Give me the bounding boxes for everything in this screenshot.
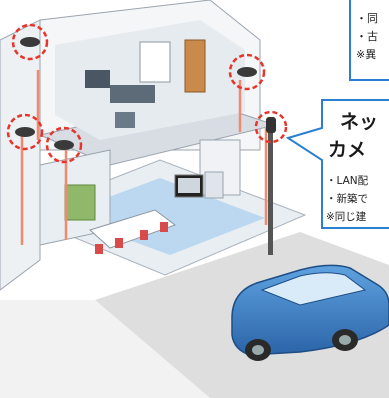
dome-security-camera-icon [228, 53, 266, 91]
monitor [115, 112, 135, 128]
chair [140, 230, 148, 240]
tv-screen [178, 178, 200, 193]
chair [115, 238, 123, 248]
counter [204, 171, 224, 199]
table [89, 209, 177, 249]
network-box-title-2: カメ [328, 139, 366, 161]
network-box-line-3: ※同じ建 [326, 210, 367, 223]
top-box-line-2: ・古 [356, 30, 378, 43]
top-box-line-1: ・同 [356, 12, 378, 25]
chair [160, 222, 168, 232]
top-box-line-3: ※異 [356, 48, 376, 61]
pole [268, 125, 273, 255]
chair [95, 244, 103, 254]
top-callout-box: ・同 ・古 ※異 [349, 0, 389, 81]
network-box-line-1: ・LAN配 [326, 175, 369, 187]
dome-security-camera-icon [11, 23, 49, 61]
car-icon [231, 264, 389, 361]
left-wall [0, 19, 41, 291]
desk-2 [85, 70, 110, 88]
network-box-title-1: ネッ [340, 111, 378, 133]
dome-security-camera-icon [45, 126, 83, 164]
pole-camera-icon [254, 110, 288, 144]
upper-door [184, 39, 206, 93]
ground-window [64, 184, 96, 221]
network-camera-callout: ネッ カメ ・LAN配 ・新築で ※同じ建 [285, 99, 389, 229]
upper-window [139, 41, 171, 83]
desk [110, 85, 155, 103]
dome-security-camera-icon [6, 113, 44, 151]
network-box-line-2: ・新築で [326, 192, 368, 205]
ground [0, 300, 210, 398]
lan-cables [20, 70, 268, 245]
